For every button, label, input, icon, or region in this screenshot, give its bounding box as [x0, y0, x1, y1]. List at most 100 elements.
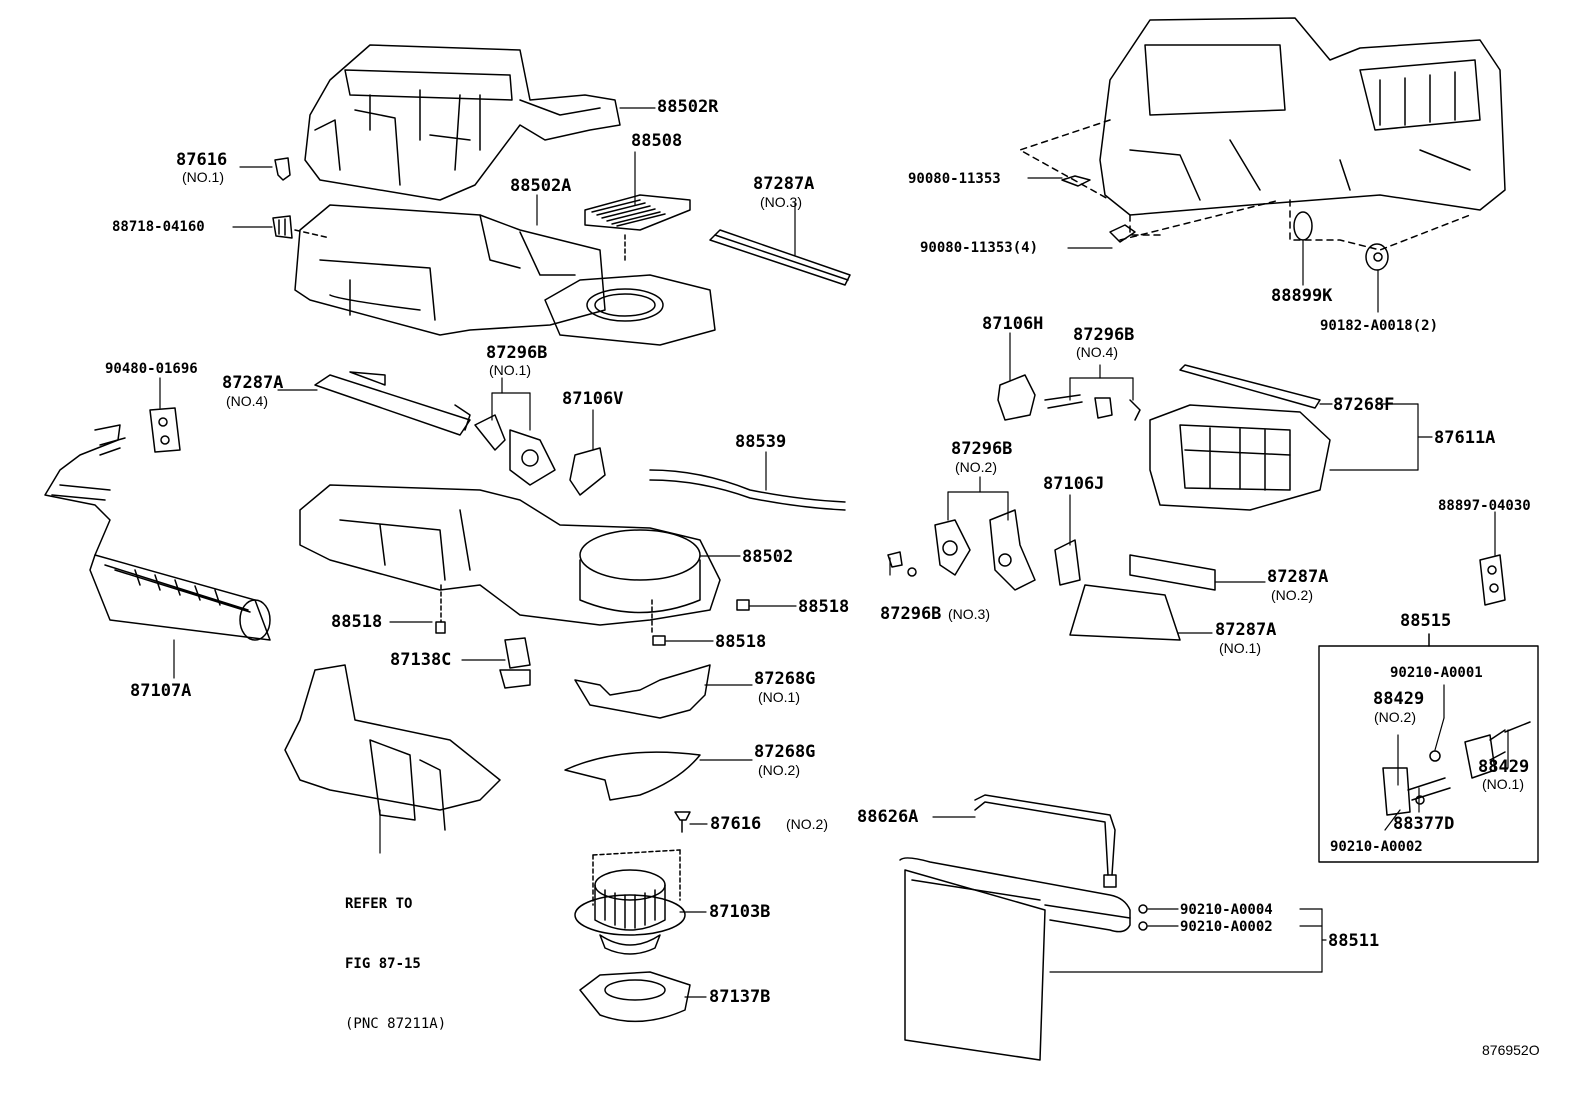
part-label-87287A-no3[interactable]: 87287A	[753, 174, 815, 194]
part-qualifier-87287A-no2: (NO.2)	[1271, 587, 1313, 603]
upper-case-88502R-drawing	[304, 44, 621, 201]
part-label-90182-A0018[interactable]: 90182-A0018(2)	[1320, 318, 1439, 334]
link-87296B-no1-drawing	[474, 414, 556, 486]
part-label-88539[interactable]: 88539	[735, 432, 787, 452]
duct-fig87-15-drawing	[284, 664, 501, 831]
door-87287A-no1-drawing	[1069, 584, 1181, 641]
part-qualifier-88429-no1: (NO.1)	[1482, 776, 1524, 792]
part-qualifier-87296B-no1: (NO.1)	[489, 362, 531, 378]
reference-note-line3: (PNC 87211A)	[345, 1016, 447, 1032]
filter-88508-drawing	[584, 194, 691, 261]
link-87296B-no4-drawing	[1044, 394, 1141, 421]
part-label-90210-A0002[interactable]: 90210-A0002	[1180, 919, 1273, 935]
evaporator-88511-drawing	[899, 857, 1131, 1061]
part-label-87107A[interactable]: 87107A	[130, 681, 192, 701]
expansion-valve-drawing	[1382, 721, 1531, 816]
grommet-88899K-drawing	[1293, 211, 1313, 241]
reference-note-line1: REFER TO	[345, 896, 413, 912]
link-87296B-no3-drawing	[887, 551, 917, 577]
part-label-87296B-no3[interactable]: 87296B	[880, 604, 942, 624]
part-label-88502A[interactable]: 88502A	[510, 176, 572, 196]
part-qualifier-87287A-no3: (NO.3)	[760, 194, 802, 210]
reference-note[interactable]: REFER TO FIG 87-15 (PNC 87211A)	[345, 854, 446, 1054]
part-label-87103B[interactable]: 87103B	[709, 902, 771, 922]
part-label-90080-11353[interactable]: 90080-11353	[908, 171, 1001, 187]
part-label-87268G-no2[interactable]: 87268G	[754, 742, 816, 762]
blower-motor-87103B-drawing	[574, 849, 686, 955]
part-label-88626A[interactable]: 88626A	[857, 807, 919, 827]
part-label-87287A-no2[interactable]: 87287A	[1267, 567, 1329, 587]
part-label-88718-04160[interactable]: 88718-04160	[112, 219, 205, 235]
part-qualifier-87296B-no2: (NO.2)	[955, 459, 997, 475]
part-label-90080-11353-qty4[interactable]: 90080-11353(4)	[920, 240, 1039, 256]
clip-88518-drawing-2	[736, 599, 750, 611]
part-label-90210-A0002-kit[interactable]: 90210-A0002	[1330, 839, 1423, 855]
part-qualifier-87616-no2: (NO.2)	[786, 816, 828, 832]
upper-right-assembly-drawing	[1019, 17, 1506, 251]
grommet-90480-drawing	[149, 407, 181, 453]
part-label-88502[interactable]: 88502	[742, 547, 794, 567]
part-label-88515[interactable]: 88515	[1400, 611, 1452, 631]
part-qualifier-87287A-no1: (NO.1)	[1219, 640, 1261, 656]
part-label-87611A[interactable]: 87611A	[1434, 428, 1496, 448]
clip-87616-drawing	[274, 157, 291, 181]
part-label-87287A-no4[interactable]: 87287A	[222, 373, 284, 393]
part-label-88511[interactable]: 88511	[1328, 931, 1380, 951]
part-label-88518-right[interactable]: 88518	[798, 597, 850, 617]
shroud-87268G-no1-drawing	[574, 664, 711, 719]
part-label-87296B-no2[interactable]: 87296B	[951, 439, 1013, 459]
part-label-87268F[interactable]: 87268F	[1333, 395, 1395, 415]
door-87287A-no3-drawing	[709, 229, 851, 286]
lower-case-88502A-drawing	[294, 204, 606, 336]
part-label-88508[interactable]: 88508	[631, 131, 683, 151]
part-label-90210-A0004[interactable]: 90210-A0004	[1180, 902, 1273, 918]
part-label-88429-no1[interactable]: 88429	[1478, 757, 1530, 777]
part-label-87106H[interactable]: 87106H	[982, 314, 1044, 334]
o-ring-90210-A0004-drawing	[1138, 904, 1148, 914]
part-label-87616-no1[interactable]: 87616	[176, 150, 228, 170]
part-label-88518-center[interactable]: 88518	[715, 632, 767, 652]
screw-90080-drawing	[1061, 175, 1136, 243]
leader-lines	[159, 107, 1509, 998]
part-label-87137B[interactable]: 87137B	[709, 987, 771, 1007]
part-label-88429-no2[interactable]: 88429	[1373, 689, 1425, 709]
part-label-88502R[interactable]: 88502R	[657, 97, 719, 117]
main-case-88502-drawing	[299, 484, 721, 626]
part-label-87296B-no1[interactable]: 87296B	[486, 343, 548, 363]
part-label-88897-04030[interactable]: 88897-04030	[1438, 498, 1531, 514]
clip-88518-drawing	[435, 621, 446, 634]
part-label-90480-01696[interactable]: 90480-01696	[105, 361, 198, 377]
part-qualifier-88429-no2: (NO.2)	[1374, 709, 1416, 725]
part-label-87616-no2[interactable]: 87616	[710, 814, 762, 834]
nut-90182-drawing	[1365, 243, 1389, 271]
part-label-87268G-no1[interactable]: 87268G	[754, 669, 816, 689]
part-label-87287A-no1[interactable]: 87287A	[1215, 620, 1277, 640]
part-label-88899K[interactable]: 88899K	[1271, 286, 1333, 306]
part-label-88518-left[interactable]: 88518	[331, 612, 383, 632]
part-label-87296B-no4[interactable]: 87296B	[1073, 325, 1135, 345]
part-label-90210-A0001[interactable]: 90210-A0001	[1390, 665, 1483, 681]
part-label-87138C[interactable]: 87138C	[390, 650, 452, 670]
door-87287A-no2-drawing	[1129, 554, 1216, 591]
part-qualifier-87296B-no4: (NO.4)	[1076, 344, 1118, 360]
part-qualifier-87287A-no4: (NO.4)	[226, 393, 268, 409]
link-87296B-no2-drawing	[934, 509, 1036, 591]
actuator-87106V-drawing	[569, 447, 606, 496]
part-qualifier-87268G-no1: (NO.1)	[758, 689, 800, 705]
actuator-87106J-drawing	[1054, 539, 1081, 586]
part-qualifier-87296B-no3: (NO.3)	[948, 606, 990, 622]
hose-88539-drawing	[649, 469, 846, 511]
reference-note-line2: FIG 87-15	[345, 956, 421, 972]
resistor-87138C-drawing	[499, 637, 531, 689]
actuator-87106H-drawing	[997, 374, 1036, 421]
pipe-88626A-drawing	[974, 794, 1117, 888]
part-qualifier-87268G-no2: (NO.2)	[758, 762, 800, 778]
screw-87616-no2-drawing	[674, 811, 691, 833]
part-label-87106J[interactable]: 87106J	[1043, 474, 1105, 494]
part-label-88377D[interactable]: 88377D	[1393, 814, 1455, 834]
case-87611A-drawing	[1149, 404, 1331, 511]
part-label-87106V[interactable]: 87106V	[562, 389, 624, 409]
blower-base-drawing	[544, 274, 716, 346]
seal-87268F-drawing	[1179, 364, 1321, 409]
